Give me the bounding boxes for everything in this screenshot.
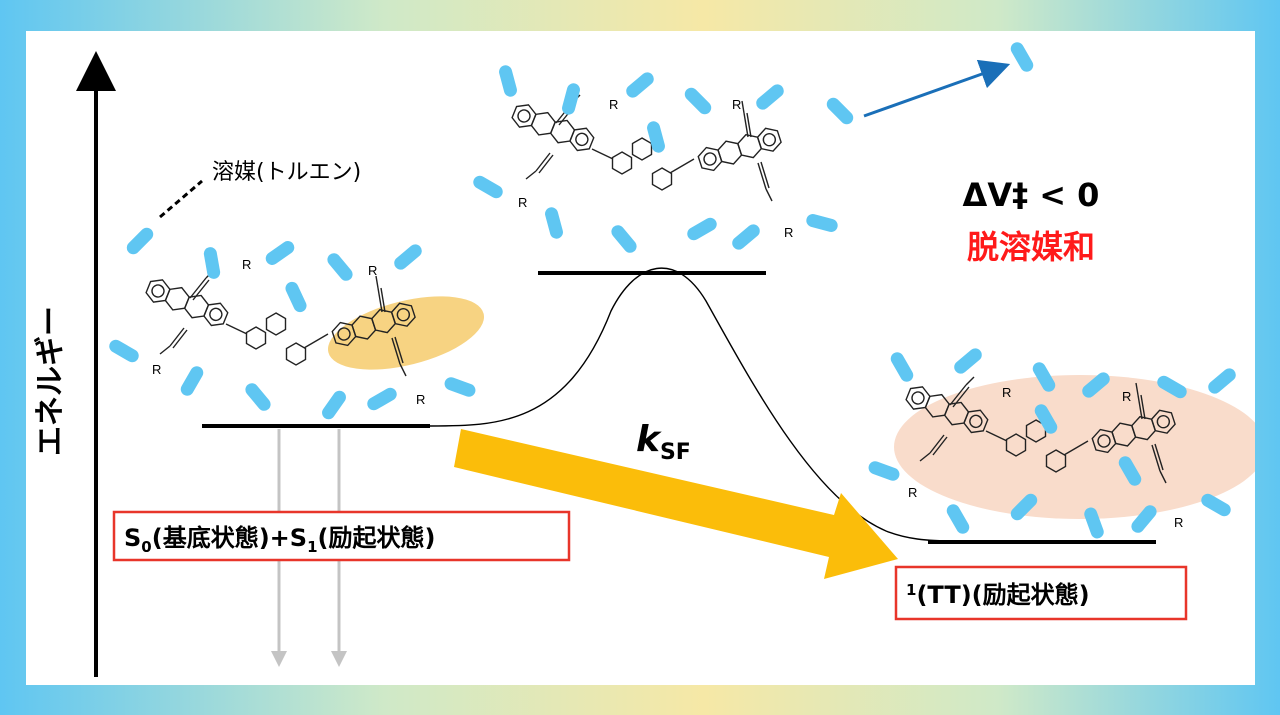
tt-state-label: 1(TT)(励起状態) [906, 581, 1090, 609]
substituent-r: R [1002, 385, 1011, 400]
ground-state-label: S0(基底状態)+S1(励起状態) [124, 524, 435, 556]
substituent-r: R [732, 97, 741, 112]
tt-highlight [894, 375, 1255, 519]
solvent-molecules-ts [470, 39, 1036, 256]
substituent-r: R [416, 392, 425, 407]
ksf-arrow [454, 429, 898, 579]
substituent-r: R [242, 257, 251, 272]
energy-diagram: エネルギー kSF R R R R 溶媒(トルエン) [33, 39, 1255, 677]
substituent-r: R [784, 225, 793, 240]
substituent-r: R [518, 195, 527, 210]
substituent-r: R [1174, 515, 1183, 530]
energy-axis-label: エネルギー [33, 306, 68, 456]
solvent-label: 溶媒(トルエン) [212, 160, 361, 185]
substituent-r: R [1122, 389, 1131, 404]
energy-profile-curve [429, 267, 957, 542]
desolvation-label: 脱溶媒和 [967, 228, 1095, 266]
ground-state-box [112, 510, 571, 562]
s1-highlight [327, 296, 485, 370]
substituent-r: R [368, 263, 377, 278]
solvent-pointer [159, 179, 203, 219]
tt-state-box [894, 565, 1188, 621]
substituent-r: R [609, 97, 618, 112]
diagram-panel: エネルギー kSF R R R R 溶媒(トルエン) [26, 31, 1255, 685]
desolvation-arrow [863, 59, 1011, 118]
substituent-r: R [908, 485, 917, 500]
transition-state-molecule [509, 94, 784, 202]
ksf-label: kSF [636, 419, 691, 465]
activation-volume-label: ΔV‡ < 0 [963, 176, 1100, 214]
substituent-r: R [152, 362, 161, 377]
